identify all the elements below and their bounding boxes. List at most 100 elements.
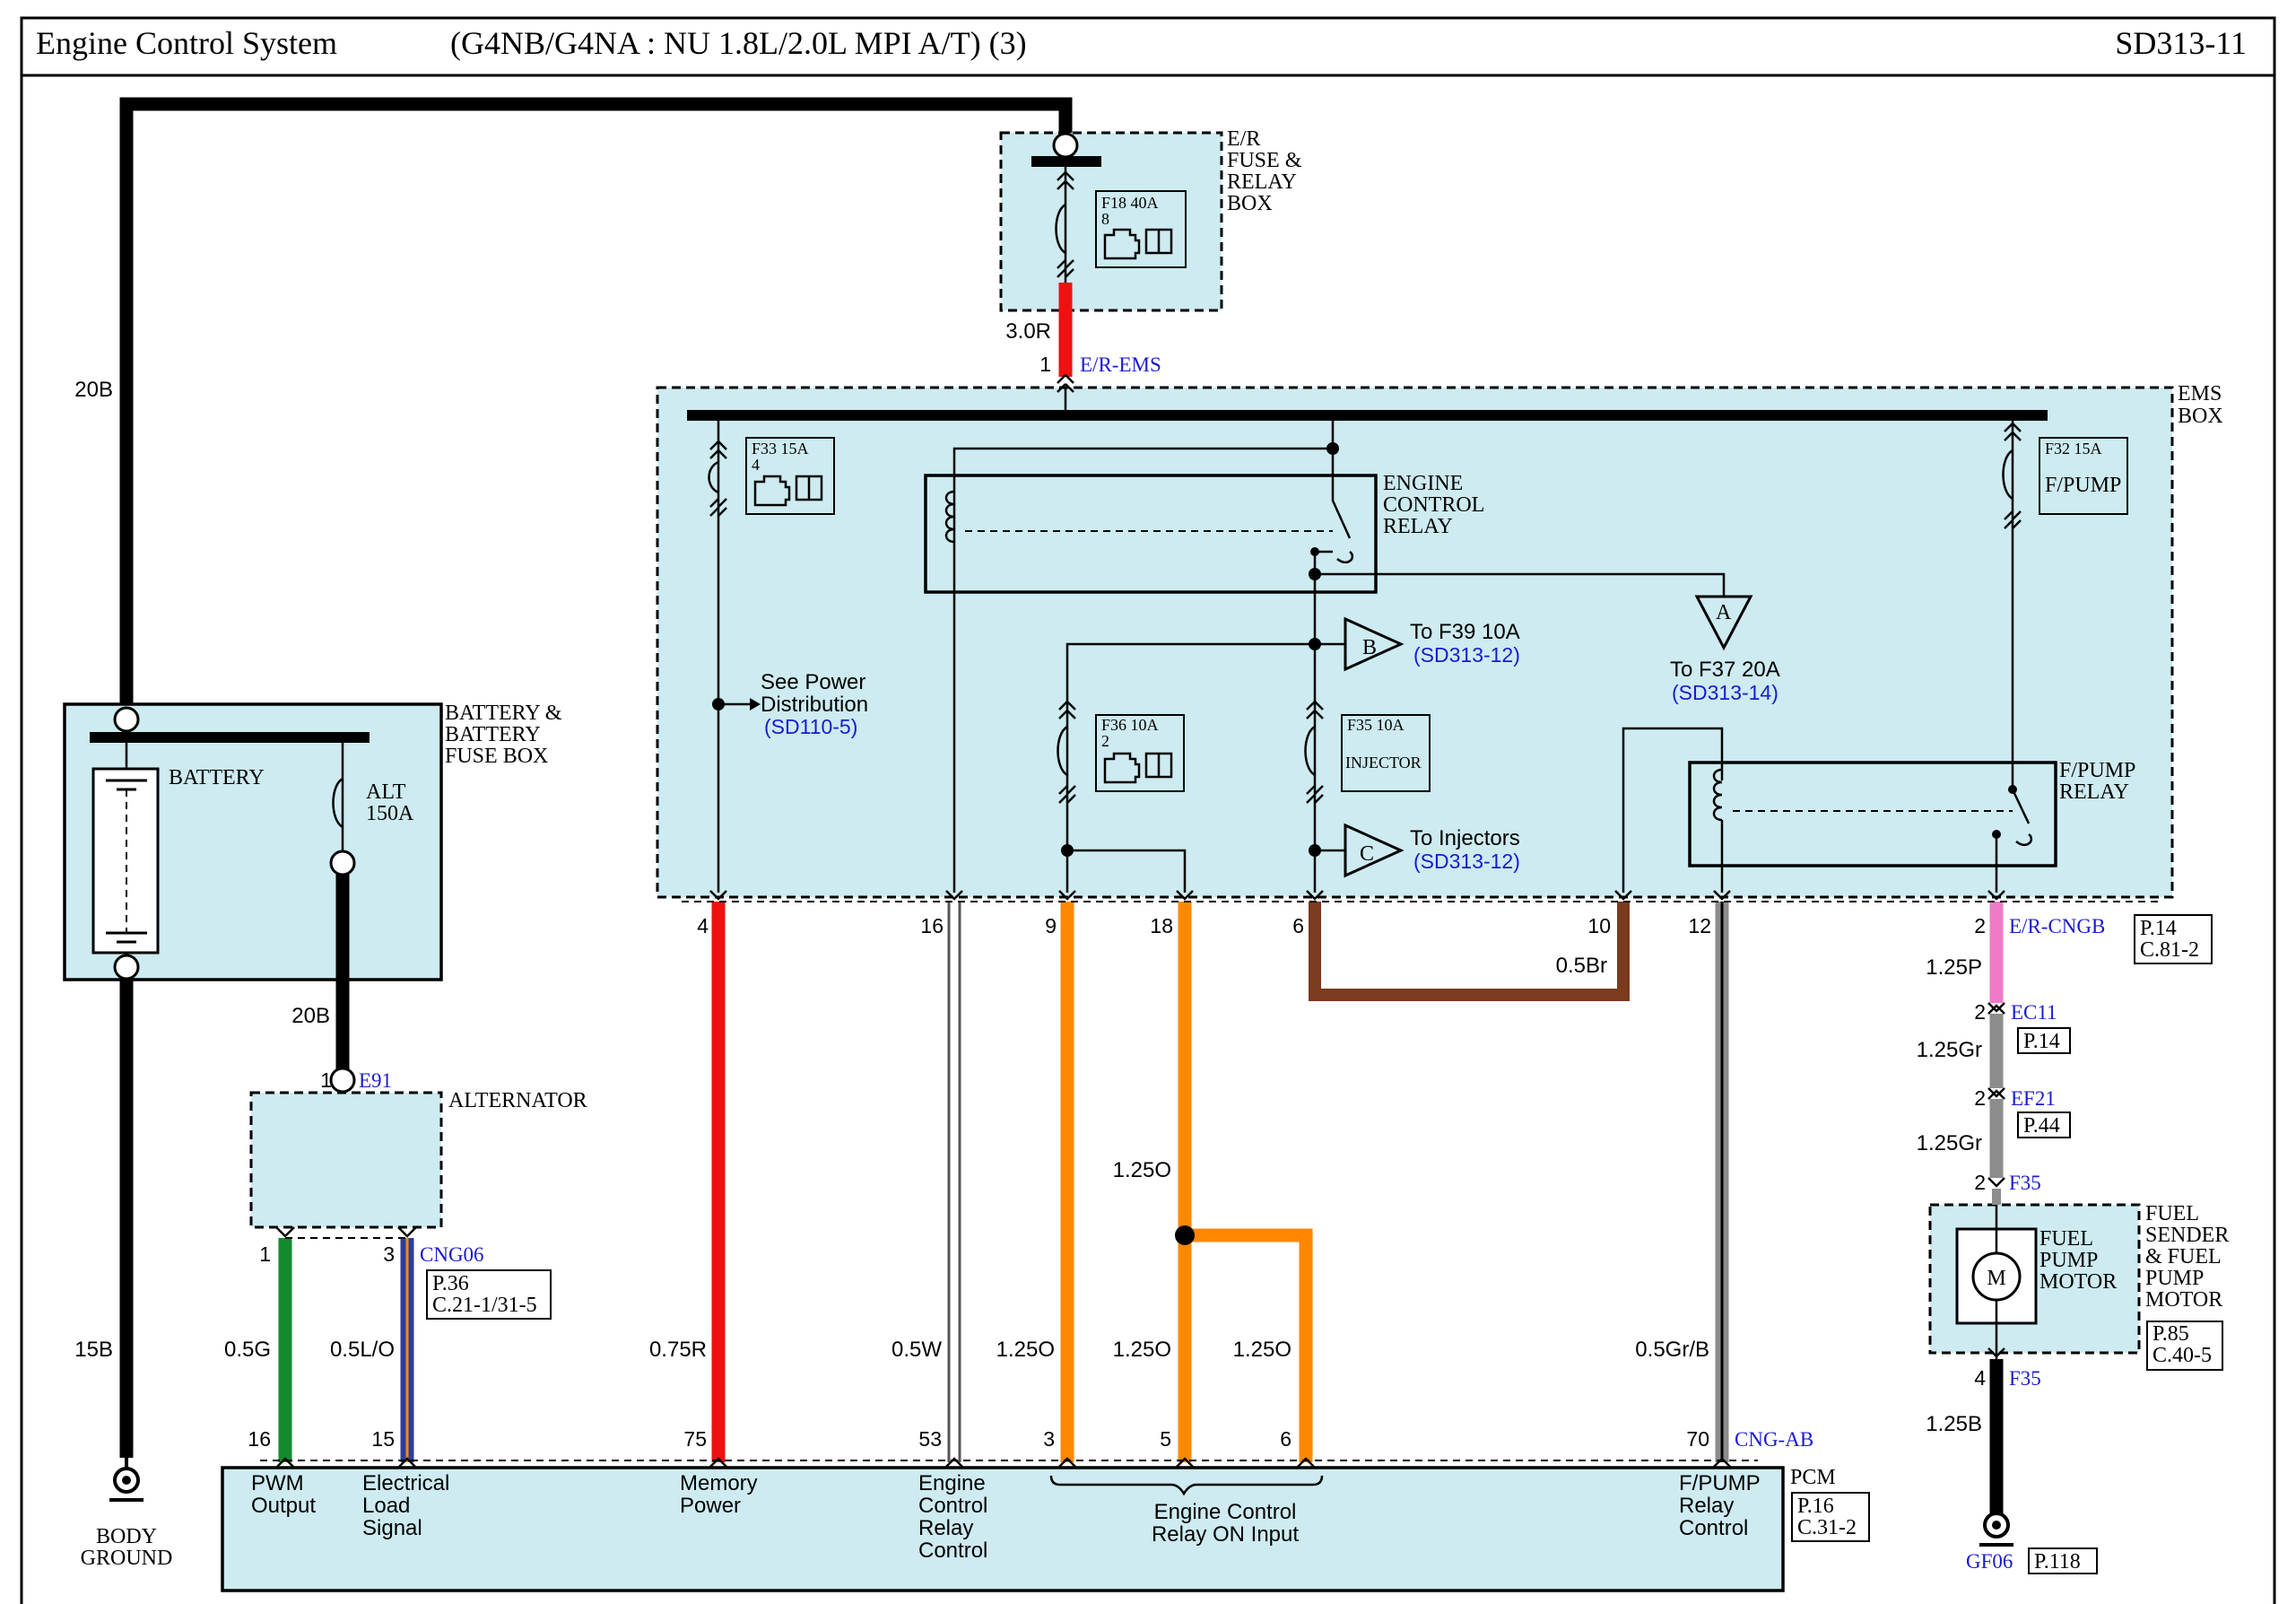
f33-label: F33 15A: [752, 440, 809, 458]
f35-fuse: [1341, 714, 1431, 792]
alt-fuse-label-1: ALT: [366, 780, 406, 804]
motor-letter: M: [1987, 1267, 2005, 1290]
ems-pin-6: 6: [1292, 914, 1304, 937]
ems-box-label-2: BOX: [2178, 405, 2223, 428]
relay-switch-arm: [1331, 449, 1352, 539]
fpump-switch-arm: [2011, 789, 2031, 824]
er-cngb-ref-2: C.81-2: [2140, 938, 2199, 962]
alt-pin-3: 3: [383, 1242, 395, 1266]
f18-connector-top: [1057, 171, 1074, 190]
f32-fuse-symbol: [2002, 449, 2013, 501]
alt-pin-1: 1: [259, 1242, 271, 1266]
ref-a-text: To F37 20A: [1670, 658, 1780, 682]
wire-label-05lo: 0.5L/O: [330, 1338, 395, 1362]
battery-bottom-terminal: [113, 954, 140, 981]
fuel-sender-label-5: MOTOR: [2145, 1288, 2222, 1312]
er-cngb-pin: 2: [1974, 914, 1986, 937]
wire-relay-coil-16: [952, 447, 1333, 893]
relay-on-input-brace: [1049, 1475, 1324, 1496]
ems-pin-9: 9: [1045, 914, 1057, 937]
body-ground-symbol: [109, 1458, 144, 1502]
pcm-els-1: Electrical: [362, 1471, 449, 1495]
f35-fuse-symbol: [1304, 725, 1316, 777]
f35-label: F35 10A: [1347, 716, 1405, 734]
pcm-els-2: Load: [362, 1494, 410, 1518]
pcm-pwm-1: PWM: [251, 1471, 304, 1495]
wire-f36-to-18: [1067, 849, 1187, 893]
body-ground-label-2: GROUND: [81, 1547, 173, 1570]
pcm-pin-75: 75: [683, 1427, 707, 1451]
ems-pin-4: 4: [697, 914, 709, 937]
ref-b-text: To F39 10A: [1410, 620, 1520, 644]
er-cngb-ref-1: P.14: [2140, 917, 2177, 940]
page-frame: [20, 16, 2276, 1604]
pcm-ref-2: C.31-2: [1797, 1516, 1857, 1539]
wire-label-125o-pin5: 1.25O: [1113, 1338, 1171, 1362]
pcm-pwm-2: Output: [251, 1494, 316, 1518]
cng06-ref-2: C.21-1/31-5: [432, 1294, 537, 1317]
ems-pin-marks: [709, 890, 2005, 901]
f36-fuse-symbol: [1057, 725, 1068, 777]
pcm-pin-marks: [276, 1457, 1731, 1468]
alt-fuse-label-2: 150A: [366, 802, 414, 825]
er-terminal: [1052, 132, 1079, 159]
cng06-ref-1: P.36: [432, 1272, 469, 1295]
pcm-ecr-1: Engine: [918, 1471, 986, 1495]
alternator-label: ALTERNATOR: [448, 1089, 587, 1112]
fuel-pump-inner-3: MOTOR: [2039, 1270, 2117, 1294]
pcm-pin-16: 16: [248, 1427, 271, 1451]
engine-book-icon-f36: [1103, 752, 1173, 784]
battery-box-label-1: BATTERY &: [445, 702, 562, 725]
f18-fuse-symbol: [1055, 203, 1066, 255]
gf06-ground-symbol: [1979, 1512, 2013, 1547]
f32-connector-bottom: [2004, 510, 2022, 529]
power-dist-text-1: See Power: [761, 670, 865, 694]
er-cngb-ref-box: [2134, 914, 2213, 964]
pcm-fp-3: Control: [1679, 1516, 1748, 1540]
power-dist-text-2: Distribution: [761, 693, 868, 717]
battery-label: BATTERY: [169, 766, 265, 789]
ref-b-triangle: [1344, 616, 1405, 672]
wire-label-20b-alt: 20B: [291, 1004, 330, 1028]
wire-label-20b-top: 20B: [74, 378, 113, 402]
wire-label-125b: 1.25B: [1926, 1412, 1982, 1436]
ems-connector-top: [1057, 374, 1074, 393]
pcm-fp-2: Relay: [1679, 1494, 1734, 1518]
er-box-label-4: BOX: [1227, 192, 1273, 215]
wire-label-05br: 0.5Br: [1556, 954, 1607, 978]
f33-connector-top: [709, 440, 727, 459]
fuel-sender-ref-box: [2146, 1321, 2223, 1371]
fuel-sender-label-3: & FUEL: [2145, 1245, 2222, 1268]
f35-connector-bottom: [1306, 785, 1324, 804]
f35-text: INJECTOR: [1345, 754, 1422, 771]
f36-connector-top: [1058, 701, 1076, 719]
pcm-on-input-2: Relay ON Input: [1152, 1522, 1299, 1547]
fpump-switch-link: [2015, 833, 2033, 847]
alt-fuse-terminal: [329, 850, 356, 876]
fuel-feed-connector-marks: [1987, 1002, 2005, 1358]
ef21-connector: EF21: [2011, 1087, 2056, 1110]
ref-b-ref: (SD313-12): [1413, 643, 1520, 667]
f32-text: F/PUMP: [2045, 474, 2121, 497]
ref-a-triangle: [1694, 595, 1753, 651]
fuel-pump-inner-1: FUEL: [2039, 1227, 2093, 1251]
ref-b-letter: B: [1362, 636, 1377, 659]
relay-switch-link: [1315, 550, 1354, 564]
fuel-sender-ref-1: P.85: [2152, 1322, 2189, 1346]
diagram-title: Engine Control System: [36, 25, 337, 61]
ems-pin-10: 10: [1587, 914, 1611, 937]
pcm-ecr-2: Control: [918, 1494, 987, 1518]
wire-label-125o-pin9: 1.25O: [996, 1338, 1055, 1362]
e91-terminal: [329, 1067, 356, 1094]
fuel-sender-ref-2: C.40-5: [2152, 1344, 2212, 1367]
ef21-ref: P.44: [2023, 1114, 2060, 1138]
battery-top-terminal: [113, 706, 140, 733]
fuel-sender-label-1: FUEL: [2145, 1202, 2199, 1225]
ref-a-ref: (SD313-14): [1672, 681, 1779, 704]
battery-box-label-2: BATTERY: [445, 723, 541, 746]
wire-label-15b: 15B: [74, 1338, 113, 1362]
engine-relay-label-1: ENGINE: [1383, 472, 1463, 495]
f36-pin: 2: [1101, 732, 1109, 750]
power-dist-arrowhead: [750, 698, 761, 710]
